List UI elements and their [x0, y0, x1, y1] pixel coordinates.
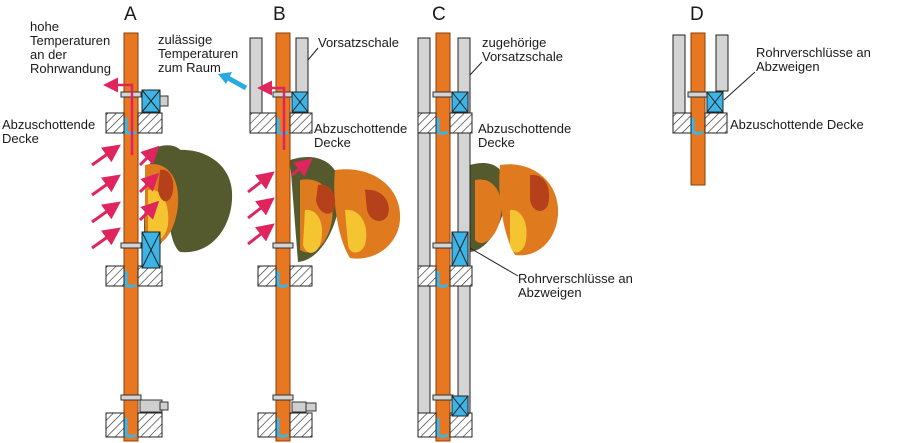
leader-line-c-shell [469, 61, 483, 76]
label-plugs-d: Rohrverschlüsse an Abzweigen [756, 45, 871, 74]
label-ceiling-c: Abzuschottende Decke [478, 121, 572, 150]
wall-shell-b-left [249, 37, 263, 114]
pipe-a [123, 32, 139, 442]
label-hot-wall: hohe Temperaturen an der Rohrwandung [30, 19, 111, 76]
label-shell-c: zugehörige Vorsatzschale [482, 35, 563, 64]
leader-line-d [723, 71, 756, 101]
wall-shell-d-right [715, 34, 729, 92]
branch-plug-c1 [451, 91, 469, 113]
room-temperature-arrow [226, 75, 248, 91]
panel-label-b: B [273, 4, 286, 25]
panel-d [672, 32, 756, 186]
pipe-b [275, 32, 291, 442]
ceiling-slab-b-mid [257, 265, 313, 287]
leader-line-b [307, 47, 319, 61]
ceiling-slab-a-mid [105, 265, 163, 287]
branch-plug-b1 [291, 91, 309, 113]
ceiling-slab-a-top [105, 112, 163, 134]
label-ceiling-b: Abzuschottende Decke [314, 121, 408, 150]
wall-shell-c-left [417, 37, 431, 437]
branch-plug-d [706, 91, 724, 113]
branch-plug-b3 [291, 401, 317, 413]
heat-arrows-a [91, 144, 160, 250]
pipe-d [690, 32, 706, 186]
label-ceiling-a: Abzuschottende Decke [2, 117, 96, 146]
pipe-c [435, 32, 451, 442]
hot-arrow-vertical [103, 77, 134, 155]
branch-plug-a2 [141, 231, 161, 269]
branch-plug-c3 [451, 395, 469, 417]
leader-line-c [469, 247, 519, 277]
branch-plug-a1 [141, 89, 169, 113]
branch-plug-c2 [451, 231, 469, 267]
fire-illustration-b [290, 156, 401, 262]
ceiling-slab-b-bot [257, 412, 313, 438]
fire-illustration-c [470, 163, 559, 256]
label-ceiling-d: Abzuschottende Decke [730, 117, 864, 132]
label-room-temperature: zulässige Temperaturen zum Raum [158, 32, 239, 75]
heat-arrows-b [247, 158, 313, 246]
ceiling-slab-c-top [417, 112, 473, 134]
ceiling-slab-d [672, 112, 728, 134]
panel-label-a: A [124, 4, 137, 25]
panel-b [218, 32, 401, 442]
panel-c [417, 32, 559, 442]
panel-label-c: C [432, 4, 446, 25]
branch-plug-a3 [139, 399, 169, 413]
panel-label-d: D [690, 4, 704, 25]
panel-a [91, 32, 233, 442]
label-shell-b: Vorsatzschale [318, 35, 399, 50]
ceiling-slab-b-top [249, 112, 313, 134]
wall-shell-b-right [295, 37, 309, 95]
wall-shell-d-left [672, 34, 686, 114]
ceiling-slab-a-bot [105, 412, 163, 438]
label-plugs-c: Rohrverschlüsse an Abzweigen [518, 271, 633, 300]
ceiling-slab-c-bot [417, 412, 473, 438]
